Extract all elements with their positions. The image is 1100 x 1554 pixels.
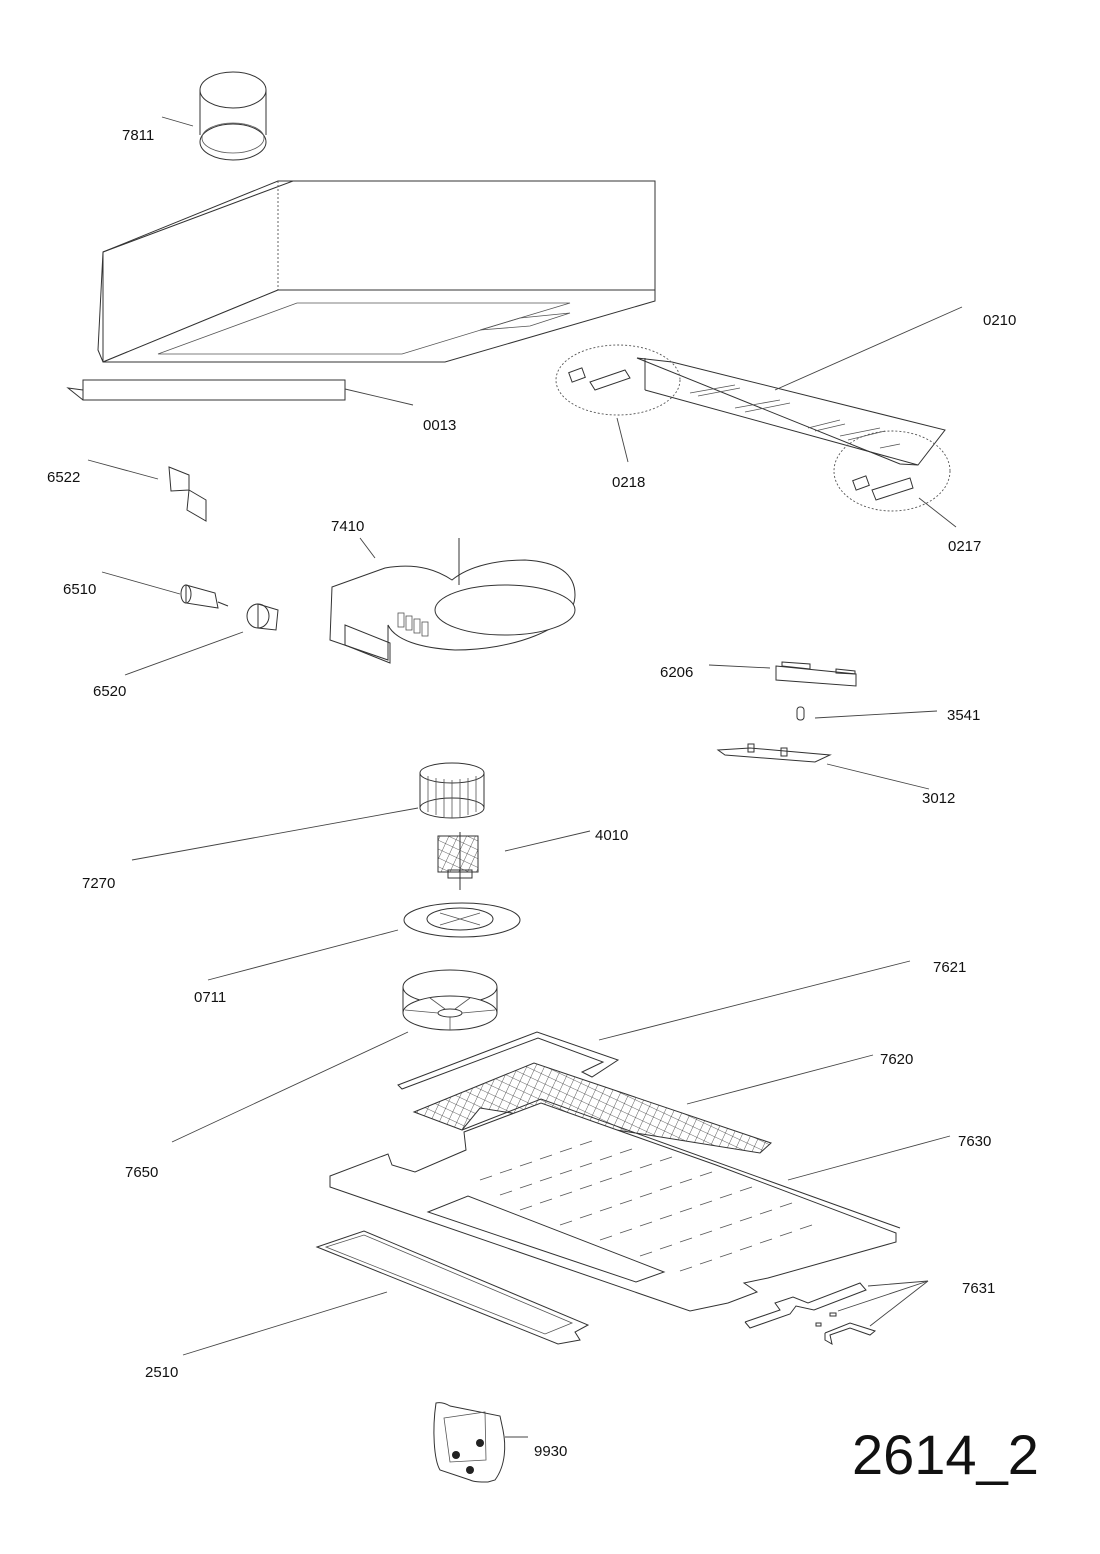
leader-7631 [837,1280,929,1327]
label-7620[interactable]: 7620 [880,1051,913,1068]
label-6522[interactable]: 6522 [47,469,80,486]
leader-6206 [708,664,771,669]
leader-0217 [918,497,957,528]
part-0217-bracket-right[interactable] [833,430,951,512]
part-7621-filter-frame[interactable] [397,1031,620,1090]
label-7630[interactable]: 7630 [958,1133,991,1150]
hood-body[interactable] [97,180,656,363]
part-3012-switch-plate[interactable] [716,743,832,763]
part-6206-switch-knob[interactable] [775,661,857,687]
label-7270[interactable]: 7270 [82,875,115,892]
leader-0013 [344,388,414,406]
label-7631[interactable]: 7631 [962,1280,995,1297]
part-0210-glass-visor[interactable] [636,357,946,466]
part-6520-lamp[interactable] [246,603,279,631]
leader-7621 [598,960,911,1041]
label-0711[interactable]: 0711 [194,989,226,1006]
leader-6522 [87,459,159,480]
part-7630-grille-panel[interactable] [329,1098,901,1312]
label-0013[interactable]: 0013 [423,417,456,434]
label-7621[interactable]: 7621 [933,959,966,976]
part-7650-charcoal-filter[interactable] [402,969,498,1031]
leader-3541 [814,710,938,719]
leader-7620 [686,1054,874,1105]
label-7410[interactable]: 7410 [331,518,364,535]
label-7811[interactable]: 7811 [122,127,154,144]
label-3012[interactable]: 3012 [922,790,955,807]
part-0013-front-strip[interactable] [66,379,346,401]
leader-0210 [774,306,963,391]
label-6520[interactable]: 6520 [93,683,126,700]
part-4010-motor[interactable] [437,832,479,890]
part-7631-grille-latch-set[interactable] [744,1282,877,1345]
leader-7650 [171,1031,409,1143]
grille-slots [479,1140,813,1272]
part-3541-spring-pin[interactable] [796,706,805,721]
leader-7270 [131,807,419,861]
label-2510[interactable]: 2510 [145,1364,178,1381]
drawing-id: 2614_2 [852,1423,1039,1486]
label-9930[interactable]: 9930 [534,1443,567,1460]
part-6510-lamp-holder[interactable] [180,584,229,609]
part-7270-impeller[interactable] [419,762,485,819]
part-7811-duct-ring[interactable] [199,71,267,161]
label-7650[interactable]: 7650 [125,1164,158,1181]
label-0217[interactable]: 0217 [948,538,981,555]
part-0218-bracket-left[interactable] [555,344,681,416]
part-0711-motor-mount[interactable] [403,902,521,938]
leader-6510 [101,571,181,595]
label-3541[interactable]: 3541 [947,707,980,724]
leader-7811 [161,116,194,127]
leader-6520 [124,631,244,676]
leader-0711 [207,929,399,981]
label-4010[interactable]: 4010 [595,827,628,844]
label-0210[interactable]: 0210 [983,312,1016,329]
leader-2510 [182,1291,388,1356]
leader-0218 [616,417,629,463]
leader-4010 [504,830,591,852]
part-7410-fan-housing[interactable] [329,538,576,664]
leader-3012 [826,763,930,790]
label-6510[interactable]: 6510 [63,581,96,598]
part-2510-light-diffuser[interactable] [315,1230,590,1345]
part-9930-fixing-kit-bag[interactable] [433,1402,506,1483]
label-6206[interactable]: 6206 [660,664,693,681]
label-0218[interactable]: 0218 [612,474,645,491]
leader-7630 [787,1135,951,1181]
leader-7410 [359,537,376,559]
part-6522-lamp-bracket[interactable] [168,466,207,522]
